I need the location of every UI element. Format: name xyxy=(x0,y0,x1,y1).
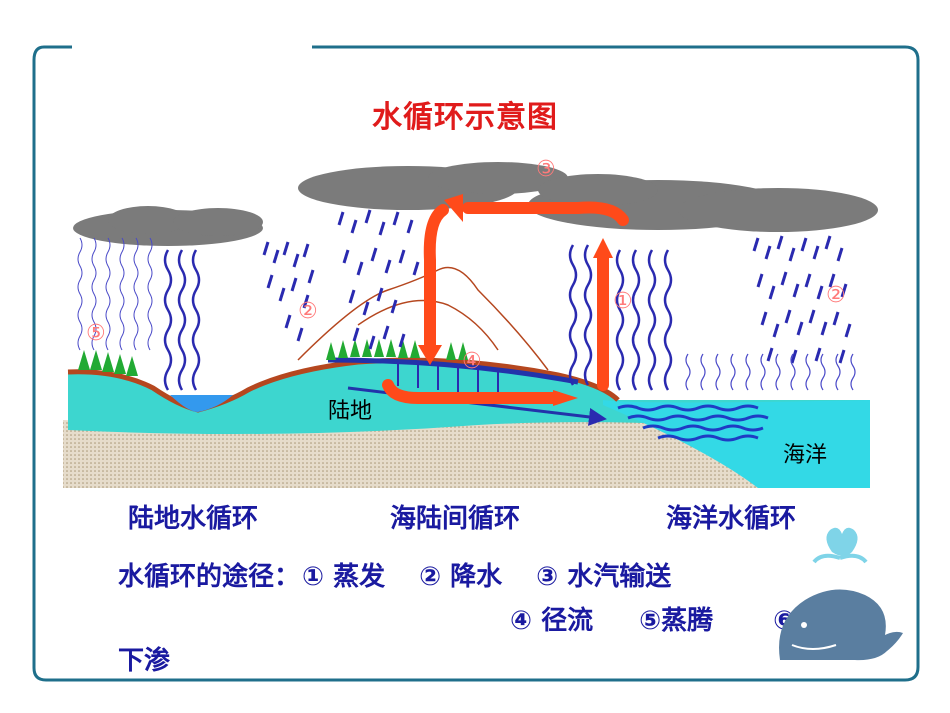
marker-precipitation-land: ② xyxy=(298,299,318,324)
transpiration-lines xyxy=(77,237,153,351)
rain-middle xyxy=(337,209,420,350)
water-cycle-diagram: 陆地 海洋 ① ② ② ③ ④ ⑤ xyxy=(63,157,878,488)
ocean-vapor xyxy=(685,353,856,391)
route-transpiration: ⑤蒸腾 xyxy=(639,606,714,636)
lake xyxy=(170,395,233,412)
marker-vapor-transport: ③ xyxy=(536,157,556,182)
sea-land-cycle-label: 海陆间循环 xyxy=(390,504,521,534)
routes-line-1: 水循环的途径：① 蒸发 ② 降水 ③ 水汽输送 xyxy=(118,556,671,593)
land-label: 陆地 xyxy=(328,399,372,424)
trees-middle xyxy=(326,339,468,360)
route-vapor-transport: ③ 水汽输送 xyxy=(536,562,672,592)
marker-transpiration: ⑤ xyxy=(86,321,106,346)
whale-icon xyxy=(779,527,903,661)
land-surface xyxy=(67,357,620,413)
trees-left xyxy=(78,350,138,376)
routes-prefix: 水循环的途径： xyxy=(118,562,301,592)
infiltration-arrows xyxy=(397,362,499,396)
marker-evaporation: ① xyxy=(613,289,633,314)
clouds xyxy=(73,162,878,246)
rain-right xyxy=(752,235,852,364)
land-cycle-label: 陆地水循环 xyxy=(128,504,259,534)
diagram-title: 水循环示意图 xyxy=(372,100,558,135)
routes-line-3: 下渗 xyxy=(118,640,170,677)
mountain-outline-2 xyxy=(357,299,499,351)
marker-precipitation-ocean: ② xyxy=(826,283,846,308)
ocean-waves xyxy=(617,404,769,442)
marker-runoff: ④ xyxy=(462,349,482,374)
mountain-outline xyxy=(297,266,549,371)
ocean-label: 海洋 xyxy=(783,443,827,468)
ocean xyxy=(603,400,870,488)
sea-land-arrowheads xyxy=(418,194,613,406)
route-runoff: ④ 径流 xyxy=(510,606,594,636)
route-infiltration: 下渗 xyxy=(118,646,171,676)
route-precipitation: ② 降水 xyxy=(419,562,503,592)
route-evaporation: ① 蒸发 xyxy=(302,562,386,592)
sea-land-cycle-arrows xyxy=(382,201,629,404)
ocean-cycle-label: 海洋水循环 xyxy=(666,504,797,534)
river xyxy=(327,357,579,385)
rain-left xyxy=(262,241,315,342)
evaporation-lines xyxy=(163,244,673,391)
